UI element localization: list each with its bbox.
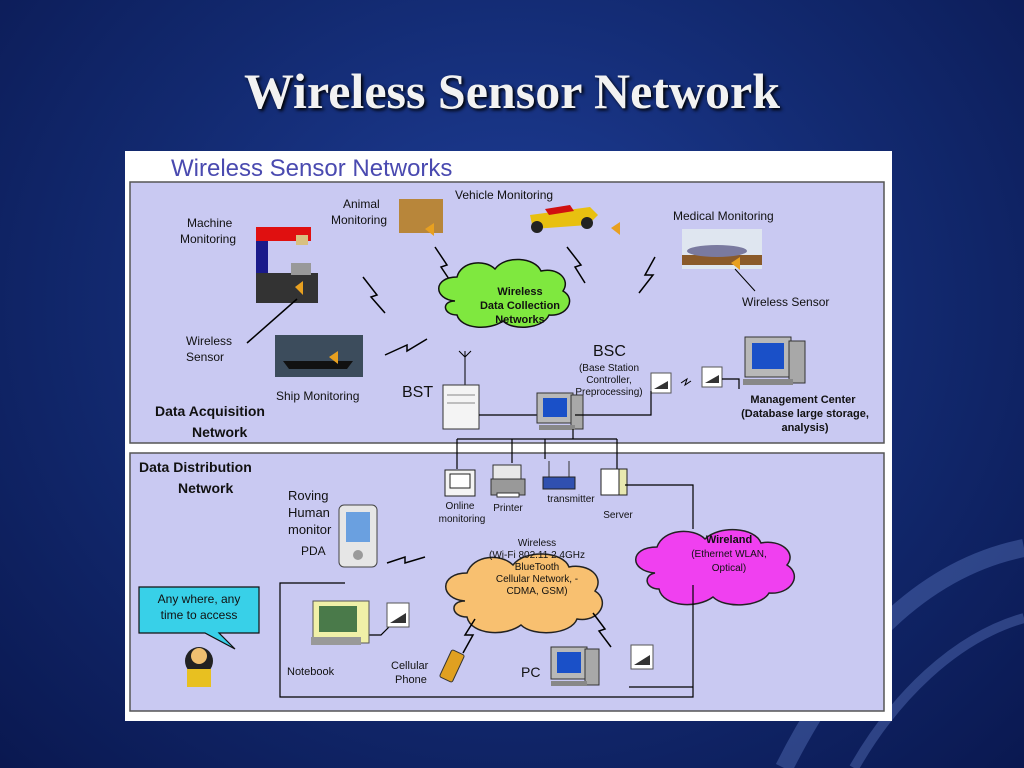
bsc-computer-icon xyxy=(536,392,584,430)
access-callout: Any where, any time to access xyxy=(138,586,260,650)
router-icon xyxy=(650,366,723,394)
management-label-2: (Database large storage, xyxy=(741,408,869,420)
wireless-sensor-left-label-1: Wireless xyxy=(186,334,232,348)
server-label: Server xyxy=(603,510,633,521)
bst-label: BST xyxy=(402,384,433,401)
data-collection-cloud: Wireless Data Collection Networks xyxy=(438,258,571,328)
machine-icon xyxy=(256,227,318,303)
svg-text:time to access: time to access xyxy=(161,608,238,622)
svg-text:Networks: Networks xyxy=(495,314,545,326)
notebook-icon xyxy=(311,600,370,645)
machine-label-2: Monitoring xyxy=(180,232,236,246)
acquisition-label-2: Network xyxy=(192,424,247,440)
wireless-sensor-left-label-2: Sensor xyxy=(186,350,224,364)
sensor-icon xyxy=(425,223,434,236)
race-car-image xyxy=(530,205,598,233)
router-icon xyxy=(386,602,410,628)
svg-text:Wireless: Wireless xyxy=(497,286,542,298)
pda-label: PDA xyxy=(301,544,326,558)
bsc-desc-2: Controller, xyxy=(586,375,632,386)
distribution-label-2: Network xyxy=(178,480,233,496)
management-label-3: analysis) xyxy=(781,422,828,434)
online-monitor-icon xyxy=(444,469,476,497)
wireless-cloud: Wireless (Wi-Fi 802.11 2.4GHz BlueTooth … xyxy=(445,538,604,634)
ship-image xyxy=(275,335,363,377)
printer-icon xyxy=(490,464,526,498)
printer-label: Printer xyxy=(493,503,523,514)
pc-label: PC xyxy=(521,664,540,680)
wireless-link-bolt xyxy=(680,377,692,387)
notebook-label: Notebook xyxy=(287,666,335,678)
distribution-bolts xyxy=(386,555,612,654)
distribution-label-1: Data Distribution xyxy=(139,459,252,475)
svg-text:BlueTooth: BlueTooth xyxy=(515,562,559,573)
svg-text:Cellular Network, -: Cellular Network, - xyxy=(496,574,578,585)
sensor-icon xyxy=(611,222,620,235)
management-computer-icon xyxy=(743,336,806,385)
network-bus-lines xyxy=(456,429,618,469)
medical-label: Medical Monitoring xyxy=(673,209,774,223)
cellular-label-2: Phone xyxy=(395,674,427,686)
wireland-cloud: Wireland (Ethernet WLAN, Optical) xyxy=(635,528,796,606)
bst-tower-icon xyxy=(442,350,480,430)
svg-text:CDMA, GSM): CDMA, GSM) xyxy=(506,586,567,597)
svg-text:Wireless: Wireless xyxy=(518,538,556,549)
transmitter-icon xyxy=(542,461,576,490)
bsc-desc-3: Preprocessing) xyxy=(575,387,642,398)
router-icon xyxy=(630,644,654,670)
pc-icon xyxy=(550,646,600,686)
animal-image xyxy=(399,199,443,233)
svg-text:(Ethernet WLAN,: (Ethernet WLAN, xyxy=(691,549,767,560)
sensor-icon xyxy=(295,281,310,295)
diagram-heading: Wireless Sensor Networks xyxy=(171,155,452,182)
machine-label-1: Machine xyxy=(187,216,233,230)
svg-text:(Wi-Fi 802.11 2.4GHz: (Wi-Fi 802.11 2.4GHz xyxy=(489,550,585,561)
patient-bed-image xyxy=(682,229,762,269)
roving-label-3: monitor xyxy=(288,522,332,537)
wireless-sensor-right-label: Wireless Sensor xyxy=(742,295,829,309)
bsc-desc-1: (Base Station xyxy=(579,363,639,374)
svg-text:Wireland: Wireland xyxy=(706,534,752,546)
management-label-1: Management Center xyxy=(750,394,856,406)
online-label-1: Online xyxy=(446,501,475,512)
svg-text:Optical): Optical) xyxy=(712,563,746,574)
sensor-icon xyxy=(329,351,338,364)
animal-label-1: Animal xyxy=(343,197,380,211)
roving-label-2: Human xyxy=(288,505,330,520)
animal-label-2: Monitoring xyxy=(331,213,387,227)
acquisition-label-1: Data Acquisition xyxy=(155,403,265,419)
cellular-phone-icon xyxy=(439,649,465,683)
pda-icon xyxy=(338,504,378,568)
svg-text:Any where, any: Any where, any xyxy=(158,592,241,606)
cellular-label-1: Cellular xyxy=(391,660,429,672)
roving-label-1: Roving xyxy=(288,488,328,503)
server-icon xyxy=(600,468,628,496)
vehicle-label: Vehicle Monitoring xyxy=(455,188,553,202)
wsn-diagram: Wireless Sensor Networks Machine Monitor… xyxy=(125,151,892,721)
transmitter-label: transmitter xyxy=(547,494,595,505)
ship-label: Ship Monitoring xyxy=(276,389,359,403)
person-icon xyxy=(185,647,213,687)
svg-text:Data Collection: Data Collection xyxy=(480,300,560,312)
slide-title: Wireless Sensor Network xyxy=(243,63,781,119)
wireless-link-bolts xyxy=(362,246,656,356)
sensor-icon xyxy=(731,257,740,270)
bsc-label: BSC xyxy=(593,343,626,360)
online-label-2: monitoring xyxy=(439,514,486,525)
